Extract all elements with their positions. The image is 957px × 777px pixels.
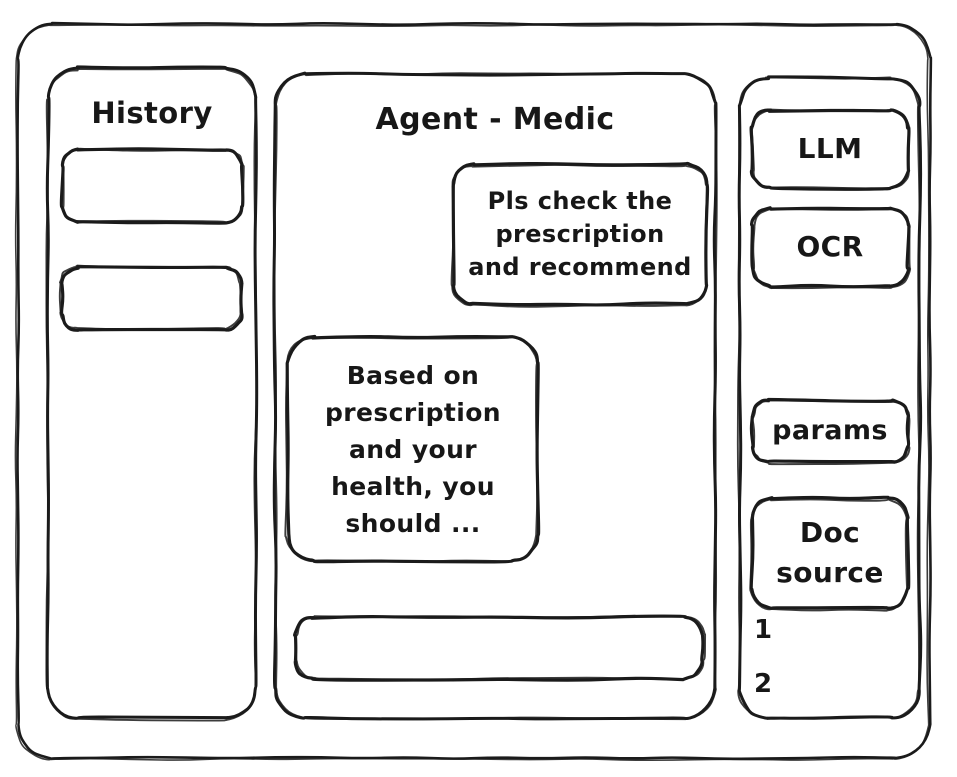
tools-panel: LLM OCR params Doc source 1 2 [740, 78, 920, 718]
message-line: Pls check the [487, 186, 673, 215]
doc-source-line: source [776, 556, 884, 589]
tool-card-llm[interactable]: LLM [797, 132, 863, 165]
doc-source-item[interactable]: 2 [754, 669, 773, 699]
message-line: health, you [331, 471, 495, 501]
message-line: Based on [346, 360, 480, 390]
user-message-bubble: Pls check the prescription and recommend [453, 164, 707, 304]
assistant-message-bubble: Based on prescription and your health, y… [288, 337, 538, 561]
history-panel-title: History [91, 96, 213, 130]
message-input[interactable] [295, 617, 702, 679]
message-line: prescription [325, 397, 501, 427]
message-composer[interactable] [295, 617, 702, 679]
history-list-item[interactable] [62, 268, 242, 330]
agent-conversation-panel: Agent - Medic Pls check the prescription… [275, 74, 715, 718]
message-line: and recommend [468, 252, 692, 281]
message-line: and your [348, 434, 478, 464]
doc-source-item[interactable]: 1 [754, 615, 773, 645]
doc-source-line: Doc [799, 516, 861, 549]
history-list-item[interactable] [62, 150, 242, 222]
agent-panel-title: Agent - Medic [375, 102, 615, 137]
message-line: prescription [495, 219, 665, 248]
message-line: should ... [345, 508, 481, 538]
tool-card-params[interactable]: params [772, 415, 888, 446]
tool-card-doc-source[interactable]: Doc source [752, 498, 908, 608]
tool-card-ocr[interactable]: OCR [796, 230, 864, 263]
history-panel: History [48, 68, 256, 718]
